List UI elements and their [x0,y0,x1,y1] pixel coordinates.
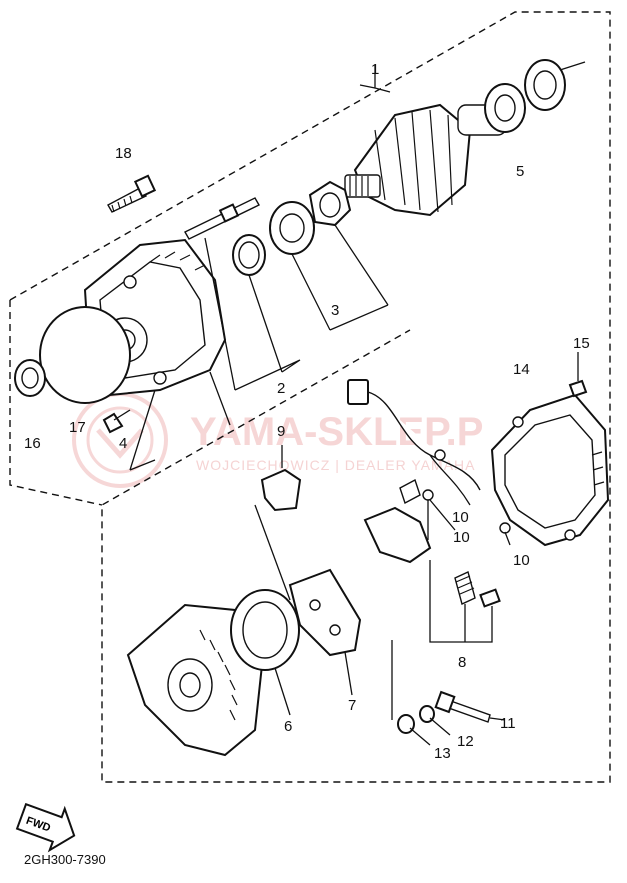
assembly-boundary-left [9,300,103,506]
washer-13 [391,640,415,734]
part-number-8: 8 [458,654,466,671]
part-number-9: 9 [277,423,285,440]
part-number-4: 4 [119,435,127,452]
stator [230,589,300,716]
screw-4 [102,409,131,434]
part-number-1: 1 [371,61,379,78]
part-number-10c: 10 [452,509,469,526]
part-number-18: 18 [115,145,132,162]
assembly-boundary [9,11,611,783]
part-number-5: 5 [516,163,524,180]
part-number-15: 15 [573,335,590,352]
washer [232,234,266,276]
part-number-10a: 10 [453,529,470,546]
rear-housing [126,603,264,757]
part-number-17: 17 [69,419,86,436]
wire-harness [347,379,481,506]
part-number-2: 2 [277,380,285,397]
rectifier [288,568,362,696]
screw-11 [434,690,491,723]
brush-set [429,560,501,643]
bearing [269,201,315,255]
bearing-retainer [308,180,352,227]
oil-seal [14,359,46,397]
o-ring [39,306,131,404]
rear-cover [490,393,610,547]
watermark-subtitle: WOJCIECHOWICZ | DEALER YAMAHA [196,457,475,473]
part-number-3: 3 [331,302,339,319]
seal-cap [524,59,586,111]
catalog-code: 2GH300-7390 [24,852,106,867]
part-number-10b: 10 [513,552,530,569]
fwd-arrow-icon: FWD [15,802,76,853]
part-number-11: 11 [500,715,516,732]
part-number-13: 13 [434,745,451,762]
dealer-watermark: YAMA-SKLEP.P WOJCIECHOWICZ | DEALER YAMA… [72,392,483,488]
brush-holder [254,445,302,601]
stud-bolt [184,197,260,240]
watermark-brand: YAMA-SKLEP.P [190,410,483,454]
regulator [363,478,511,564]
part-number-12: 12 [457,733,474,750]
bolt-18 [107,174,157,213]
part-number-16: 16 [24,435,41,452]
part-number-7: 7 [348,697,356,714]
part-number-6: 6 [284,718,292,735]
nut-15 [568,352,588,398]
part-number-14: 14 [513,361,530,378]
rotor-assembly [344,83,526,217]
